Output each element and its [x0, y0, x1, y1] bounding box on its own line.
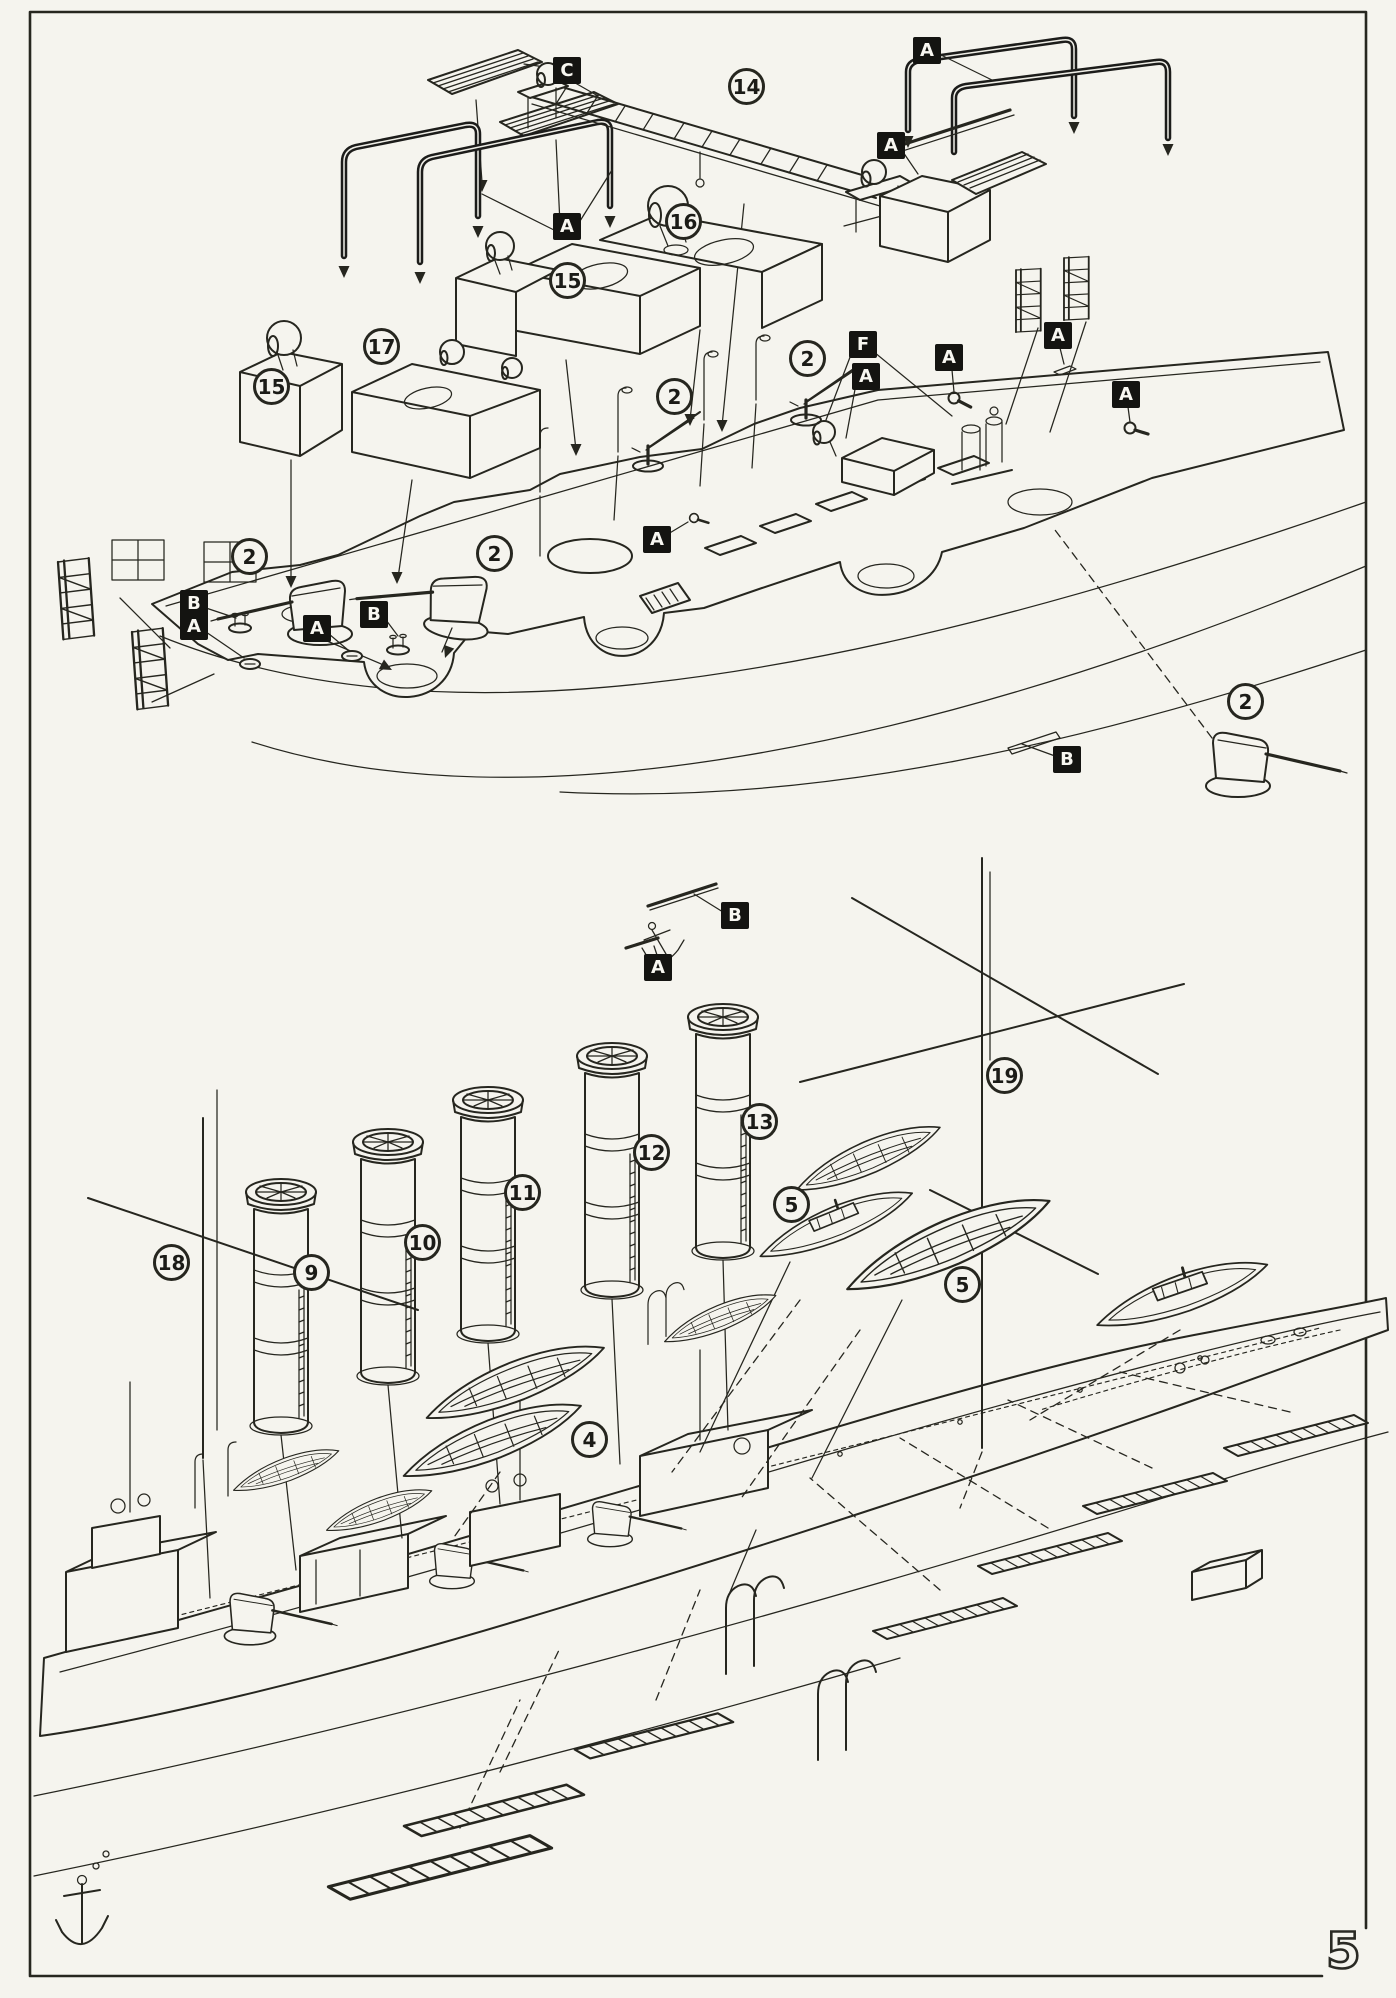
material-badge-B: B	[721, 902, 749, 929]
boat-skids-and-davits	[194, 1282, 1369, 1901]
part-number-callout-2: 2	[656, 378, 693, 415]
material-badge-F: F	[849, 331, 877, 358]
material-badge-C: C	[553, 57, 581, 84]
hull-part	[39, 1297, 1389, 1737]
part-number-callout-2: 2	[476, 535, 513, 572]
material-badge-B: B	[180, 590, 208, 617]
small-deck-fittings	[205, 334, 1150, 670]
part-number-callout-10: 10	[404, 1224, 441, 1261]
material-badge-A: A	[644, 954, 672, 981]
material-badge-A: A	[913, 37, 941, 64]
part-number-callout-5: 5	[944, 1266, 981, 1303]
material-badge-A: A	[1044, 322, 1072, 349]
accommodation-ladders	[46, 250, 1103, 715]
material-badge-A: A	[1112, 381, 1140, 408]
material-badge-A: A	[643, 526, 671, 553]
material-badge-A: A	[303, 615, 331, 642]
anchor-and-strip-parts	[624, 731, 1061, 964]
part-number-callout-2: 2	[789, 340, 826, 377]
waterline-and-anchor	[33, 1431, 1389, 1945]
part-number-callout-19: 19	[986, 1057, 1023, 1094]
upper-assembly-drawing	[46, 36, 1367, 964]
part-number-callout-12: 12	[633, 1134, 670, 1171]
part-number-callout-17: 17	[363, 328, 400, 365]
part-number-callout-9: 9	[293, 1254, 330, 1291]
part-number-callout-11: 11	[504, 1174, 541, 1211]
part-number-callout-16: 16	[665, 203, 702, 240]
part-number-callout-13: 13	[741, 1103, 778, 1140]
material-badge-A: A	[877, 132, 905, 159]
part-number-callout-15: 15	[549, 262, 586, 299]
page-border-frame	[28, 10, 1368, 1978]
part-number-callout-15: 15	[253, 368, 290, 405]
part-number-callout-4: 4	[571, 1421, 608, 1458]
material-badge-A: A	[553, 213, 581, 240]
material-badge-B: B	[360, 601, 388, 628]
part-number-callout-14: 14	[728, 68, 765, 105]
page-number: 5	[1325, 1922, 1362, 1980]
material-badge-A: A	[180, 613, 208, 640]
material-badge-B: B	[1053, 746, 1081, 773]
part-number-callout-18: 18	[153, 1244, 190, 1281]
material-badge-A: A	[852, 363, 880, 390]
lower-assembly-drawing	[33, 857, 1389, 1945]
part-number-callout-2: 2	[231, 538, 268, 575]
left-bridge-parts-15-17	[239, 320, 541, 589]
deck-railings-right	[878, 36, 1175, 158]
skylight-binnacle-parts	[812, 351, 1013, 496]
part-number-callout-5: 5	[773, 1186, 810, 1223]
material-badge-A: A	[935, 344, 963, 371]
aft-deckhouse-part	[879, 151, 1047, 263]
part-number-callout-2: 2	[1227, 683, 1264, 720]
